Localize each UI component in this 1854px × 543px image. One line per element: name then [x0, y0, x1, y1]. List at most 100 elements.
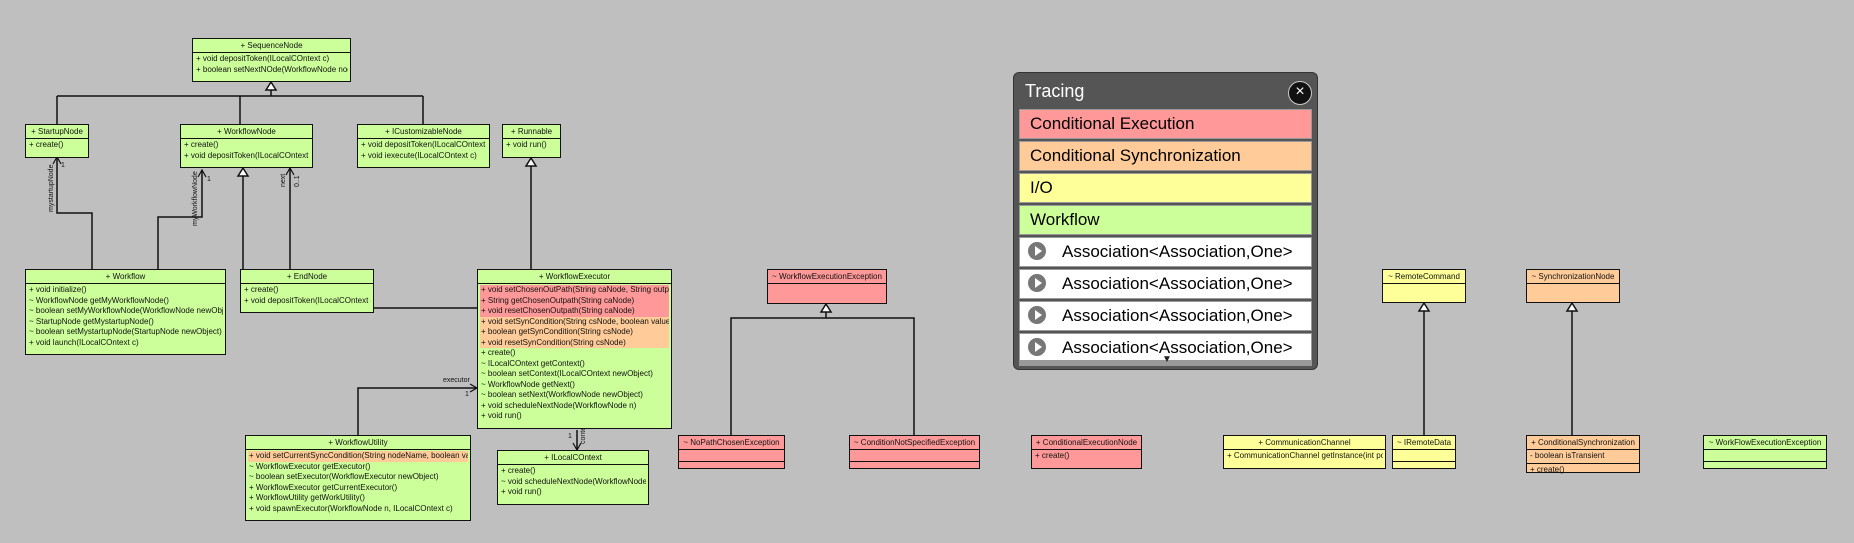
class-conditionalsynchronization[interactable]: + ConditionalSynchronization- boolean is… — [1526, 435, 1640, 474]
class-title: ~ IRemoteData — [1393, 436, 1455, 450]
association-label: Association<Association,One> — [1062, 306, 1293, 325]
class-member: + create() — [1035, 451, 1070, 460]
play-icon[interactable] — [1028, 241, 1046, 260]
class-runnable[interactable]: + Runnable+ void run() — [502, 124, 561, 158]
class-title: + EndNode — [241, 270, 373, 284]
class-title: + ILocalCOntext — [498, 451, 648, 465]
class-section: - boolean isTransient — [1527, 450, 1639, 464]
class-member: + create() — [1530, 464, 1565, 474]
class-title: ~ SynchronizationNode — [1527, 270, 1619, 284]
class-title: + Workflow — [26, 270, 225, 284]
class-member: + WorkflowExecutor getCurrentExecutor() — [249, 482, 398, 492]
class-member: ~ boolean setNext(WorkflowNode newObject… — [481, 390, 643, 399]
class-member: ~ WorkflowNode getMyWorkflowNode() — [29, 295, 169, 305]
class-title: + SequenceNode — [193, 39, 350, 53]
class-title: ~ NoPathChosenException — [679, 436, 784, 450]
tracing-scrollbar[interactable] — [1019, 360, 1312, 366]
class-section: + void initialize()~ WorkflowNode getMyW… — [26, 284, 225, 349]
class-title: + CommunicationChannel — [1224, 436, 1385, 450]
class-member: ~ WorkflowNode getNext() — [481, 379, 575, 389]
class-icustomizablenode[interactable]: + ICustomizableNode+ void depositToken(I… — [357, 124, 490, 168]
class-member: + create() — [244, 285, 279, 294]
tracing-association-item[interactable]: Association<Association,One> — [1019, 333, 1312, 361]
tracing-title: Tracing — [1025, 81, 1085, 101]
class-member: + void depositToken(ILocalCOntext c) — [244, 295, 371, 305]
class-section: + void setCurrentSyncCondition(String no… — [246, 450, 470, 515]
class-member: + void depositToken(ILocalCOntext c) — [196, 54, 330, 63]
class-section — [1704, 462, 1826, 473]
class-title: + WorkflowExecutor — [478, 270, 671, 284]
class-remotecommand[interactable]: ~ RemoteCommand — [1382, 269, 1466, 303]
class-conditionnotspecifiedexception[interactable]: ~ ConditionNotSpecifiedException — [849, 435, 980, 469]
class-title: ~ WorkFlowExecutionException — [1704, 436, 1826, 450]
association-label: Association<Association,One> — [1062, 274, 1293, 293]
class-section: + create()+ void depositToken(ILocalCOnt… — [241, 284, 373, 307]
class-member: + void run() — [506, 140, 547, 149]
multiplicity-label: 0..1 — [294, 175, 301, 187]
tracing-category-item[interactable]: Conditional Execution — [1019, 109, 1312, 139]
association-label: Association<Association,One> — [1062, 338, 1293, 357]
class-section — [850, 450, 979, 462]
class-title: ~ RemoteCommand — [1383, 270, 1465, 284]
play-icon[interactable] — [1028, 273, 1046, 292]
class-title: ~ ConditionNotSpecifiedException — [850, 436, 979, 450]
class-workflowexecutionexception-2[interactable]: ~ WorkFlowExecutionException — [1703, 435, 1827, 469]
class-communicationchannel[interactable]: + CommunicationChannel+ CommunicationCha… — [1223, 435, 1386, 469]
class-workflowutility[interactable]: + WorkflowUtility+ void setCurrentSyncCo… — [245, 435, 471, 521]
class-endnode[interactable]: + EndNode+ create()+ void depositToken(I… — [240, 269, 374, 313]
role-myworkflownode: myWorkflowNode — [192, 171, 199, 226]
class-section: + create()+ void depositToken(ILocalCOnt… — [181, 139, 312, 162]
play-icon[interactable] — [1028, 305, 1046, 324]
class-member: - boolean isTransient — [1530, 451, 1605, 460]
class-iremotedata[interactable]: ~ IRemoteData — [1392, 435, 1456, 469]
class-startupnode[interactable]: + StartupNode+ create() — [25, 124, 89, 158]
class-member: + void iexecute(ILocalCOntext c) — [361, 150, 477, 160]
class-conditionalexecutionnode[interactable]: + ConditionalExecutionNode+ create() — [1031, 435, 1142, 469]
class-synchronizationnode[interactable]: ~ SynchronizationNode — [1526, 269, 1620, 303]
class-section — [679, 450, 784, 462]
class-section — [1393, 462, 1455, 473]
class-workflowexecutor[interactable]: + WorkflowExecutor+ void setChosenOutPat… — [477, 269, 672, 429]
play-icon[interactable] — [1028, 337, 1046, 356]
class-member: + boolean setNextNOde(WorkflowNode node) — [196, 64, 348, 74]
class-title: + ICustomizableNode — [358, 125, 489, 139]
tracing-association-item[interactable]: Association<Association,One> — [1019, 269, 1312, 299]
class-nopathchosenexception[interactable]: ~ NoPathChosenException — [678, 435, 785, 469]
class-member: + void scheduleNextNode(WorkflowNode n) — [481, 400, 637, 410]
class-member: + void depositToken(ILocalCOntext c) — [184, 150, 310, 160]
class-section: + create() — [1032, 450, 1141, 463]
tracing-category-item[interactable]: Workflow — [1019, 205, 1312, 235]
multiplicity-label: 1 — [465, 391, 469, 398]
class-workflownode[interactable]: + WorkflowNode+ create()+ void depositTo… — [180, 124, 313, 168]
class-member: ~ boolean setMyWorkflowNode(WorkflowNode… — [29, 306, 223, 315]
class-section: + create() — [26, 139, 88, 152]
close-icon[interactable]: × — [1288, 81, 1312, 105]
scroll-down-icon[interactable]: ▼ — [1162, 354, 1172, 365]
class-member: + void spawnExecutor(WorkflowNode n, ILo… — [249, 503, 453, 513]
class-ilocalcontext[interactable]: + ILocalCOntext+ create()~ void schedule… — [497, 450, 649, 505]
tracing-category-item[interactable]: I/O — [1019, 173, 1312, 203]
class-section — [1527, 284, 1619, 295]
class-section — [1704, 450, 1826, 462]
class-member: + WorkflowUtility getWorkUtility() — [249, 493, 365, 502]
class-section: + void setChosenOutPath(String caNode, S… — [478, 284, 671, 423]
class-section: + CommunicationChannel getInstance(int p… — [1224, 450, 1385, 463]
class-title: + Runnable — [503, 125, 560, 139]
multiplicity-label: 1 — [61, 162, 65, 169]
class-member: ~ void scheduleNextNode(WorkflowNode n) — [501, 476, 646, 486]
class-section: + void depositToken(ILocalCOntext c)+ bo… — [193, 53, 350, 76]
class-workflow[interactable]: + Workflow+ void initialize()~ WorkflowN… — [25, 269, 226, 355]
class-member: + boolean getSynCondition(String csNode) — [480, 327, 669, 338]
class-section — [679, 462, 784, 473]
class-sequencenode[interactable]: + SequenceNode+ void depositToken(ILocal… — [192, 38, 351, 82]
tracing-association-item[interactable]: Association<Association,One> — [1019, 301, 1312, 331]
tracing-association-item[interactable]: Association<Association,One> — [1019, 237, 1312, 267]
tracing-category-item[interactable]: Conditional Synchronization — [1019, 141, 1312, 171]
class-section: + void run() — [503, 139, 560, 152]
class-workflowexecutionexception[interactable]: ~ WorkflowExecutionException — [767, 269, 887, 304]
class-member: + void resetChosenOutpath(String caNode) — [480, 306, 669, 317]
class-title: + ConditionalExecutionNode — [1032, 436, 1141, 450]
